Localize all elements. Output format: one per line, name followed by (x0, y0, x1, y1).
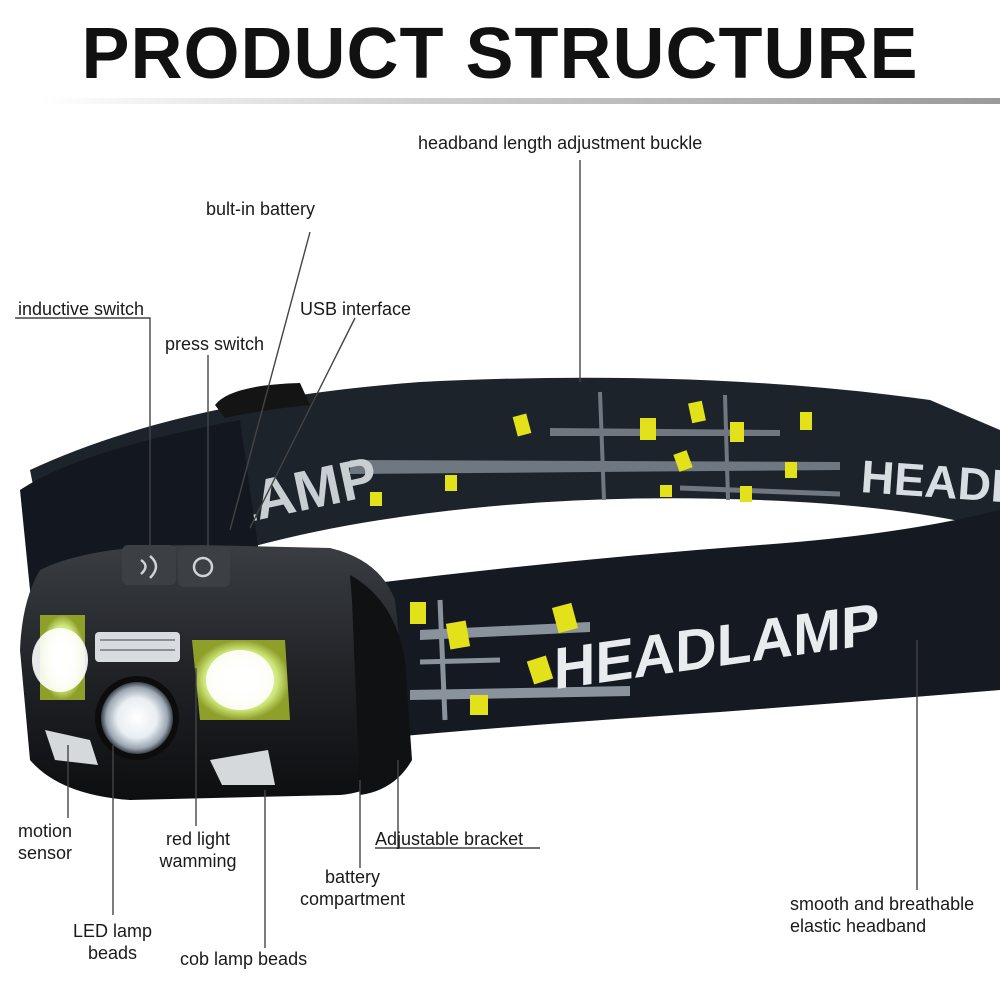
label-smooth-headband-line2: elastic headband (790, 916, 927, 936)
label-led-beads-line2: beads (87, 943, 138, 963)
label-smooth-headband: smooth and breathable elastic headband (790, 893, 974, 937)
headband-front: HEADLAMP (360, 510, 1000, 740)
label-red-light: red light wamming (148, 828, 248, 872)
sensor-window-right (210, 750, 275, 785)
label-red-light-line2: wamming (159, 851, 237, 871)
led-lamp-bead (101, 682, 173, 754)
label-battery-compartment: battery compartment (290, 866, 415, 910)
inductive-switch-button (122, 545, 176, 585)
label-led-beads: LED lamp beads (60, 920, 165, 964)
power-icon (192, 556, 214, 578)
band-front-accents (410, 602, 579, 715)
label-inductive-switch: inductive switch (18, 299, 145, 319)
label-led-beads-line1: LED lamp (72, 921, 153, 941)
press-switch-button (178, 547, 230, 587)
label-motion-sensor-line1: motion (17, 821, 73, 841)
lamp-body (20, 545, 412, 800)
label-press-switch: press switch (165, 334, 265, 354)
label-usb-interface: USB interface (300, 299, 412, 319)
label-adjustable-bracket: Adjustable bracket (375, 829, 524, 849)
motion-sensor-window (45, 730, 98, 765)
red-light-strip (95, 632, 180, 662)
title-underline (40, 98, 1000, 104)
label-battery-compartment-line2: compartment (299, 889, 406, 909)
band-back-accents (370, 400, 812, 506)
label-headband-buckle: headband length adjustment buckle (418, 133, 703, 153)
label-builtin-battery: bult-in battery (206, 199, 316, 219)
label-battery-compartment-line1: battery (324, 867, 381, 887)
label-smooth-headband-line1: smooth and breathable (790, 894, 975, 914)
label-cob-beads: cob lamp beads (180, 949, 308, 969)
headband-buckle (215, 383, 310, 418)
label-red-light-line1: red light (165, 829, 231, 849)
label-motion-sensor-line2: sensor (17, 843, 73, 863)
leader-lines (15, 160, 918, 948)
inductive-switch-icon (140, 555, 158, 579)
label-motion-sensor: motion sensor (10, 820, 80, 864)
page-title: PRODUCT STRUCTURE (81, 14, 919, 94)
